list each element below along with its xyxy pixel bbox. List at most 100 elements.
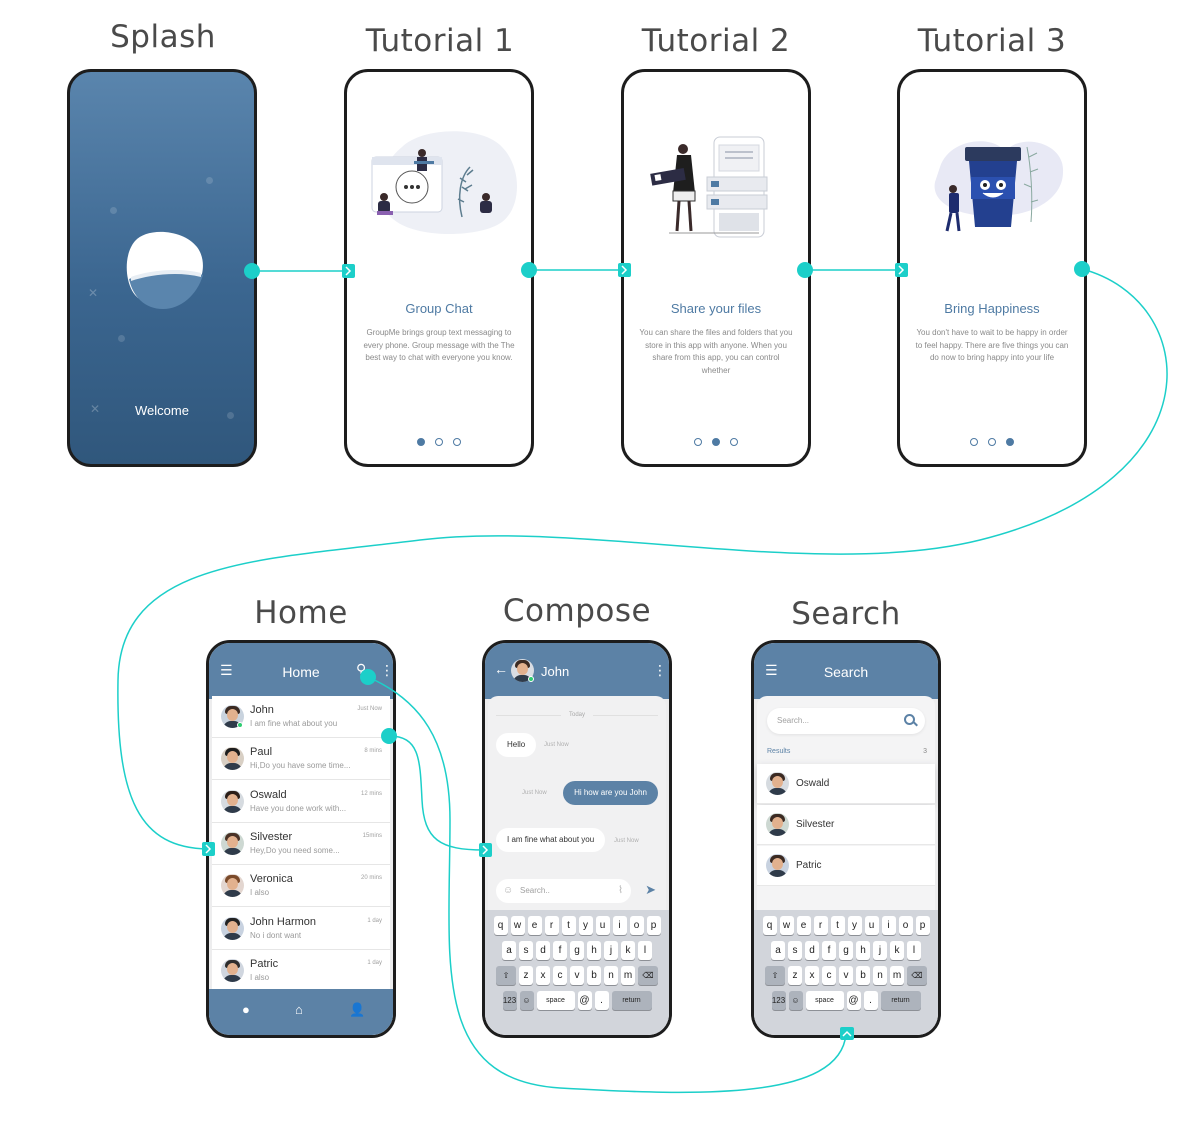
key[interactable]: p [646,916,661,935]
key[interactable]: r [813,916,828,935]
message-input[interactable]: ☺ Search.. ⌇ [496,879,631,903]
search-icon[interactable]: ⚲ [356,661,367,677]
key[interactable]: p [915,916,930,935]
back-arrow-icon[interactable]: ← [494,661,508,677]
key[interactable]: l [638,941,652,960]
pager-dot[interactable] [988,438,996,446]
key[interactable]: k [890,941,904,960]
return-key[interactable]: return [611,991,652,1010]
key[interactable]: d [536,941,550,960]
key[interactable]: r [544,916,559,935]
key[interactable]: t [561,916,576,935]
home-icon[interactable]: ⌂ [295,1002,303,1017]
send-icon[interactable]: ➤ [645,882,656,897]
key[interactable]: s [788,941,802,960]
avatar[interactable] [221,831,244,855]
search-result-row[interactable]: Oswald [757,764,935,804]
key[interactable]: f [822,941,836,960]
space-key[interactable]: space [536,991,575,1010]
search-result-row[interactable]: Silvester [757,805,935,845]
key[interactable]: t [830,916,845,935]
backspace-key-icon[interactable]: ⌫ [638,966,658,985]
avatar[interactable] [221,789,244,813]
contact-name[interactable]: John [541,664,570,679]
pager-dot[interactable] [453,438,461,446]
key[interactable]: u [864,916,879,935]
key[interactable]: i [612,916,627,935]
key[interactable]: q [493,916,508,935]
key[interactable]: x [536,966,550,985]
pager-dot[interactable] [435,438,443,446]
key[interactable]: b [856,966,870,985]
pager-dot[interactable] [730,438,738,446]
avatar[interactable] [221,916,244,940]
key[interactable]: a [771,941,785,960]
key[interactable]: h [587,941,601,960]
numbers-key[interactable]: 123 [502,991,517,1010]
pager-dot[interactable] [712,438,720,446]
key[interactable]: k [621,941,635,960]
key[interactable]: y [578,916,593,935]
avatar[interactable] [766,854,789,877]
emoji-icon[interactable]: ☺ [503,885,514,896]
key[interactable]: l [907,941,921,960]
backspace-key-icon[interactable]: ⌫ [907,966,927,985]
key[interactable]: s [519,941,533,960]
more-icon[interactable]: ⋮ [380,662,394,678]
dot-key[interactable]: . [863,991,878,1010]
key[interactable]: y [847,916,862,935]
message-bubble[interactable]: I am fine what about you [496,828,606,852]
key[interactable]: e [796,916,811,935]
key[interactable]: o [898,916,913,935]
key[interactable]: v [570,966,584,985]
search-input[interactable]: Search... [767,708,925,734]
key[interactable]: d [805,941,819,960]
key[interactable]: w [510,916,525,935]
avatar[interactable] [766,772,789,795]
key[interactable]: e [527,916,542,935]
avatar[interactable] [221,747,244,771]
key[interactable]: n [604,966,618,985]
search-icon[interactable] [904,714,915,725]
at-key[interactable]: @ [846,991,861,1010]
message-bubble[interactable]: Hi how are you John [563,781,658,805]
key[interactable]: u [595,916,610,935]
key[interactable]: g [839,941,853,960]
key[interactable]: c [822,966,836,985]
key[interactable]: h [856,941,870,960]
avatar[interactable] [766,813,789,836]
key[interactable]: c [553,966,567,985]
pager-dot[interactable] [694,438,702,446]
attachment-icon[interactable]: ⌇ [618,885,623,896]
shift-key-icon[interactable]: ⇧ [496,966,516,985]
key[interactable]: x [805,966,819,985]
key[interactable]: g [570,941,584,960]
contacts-icon[interactable]: 👤 [349,1002,366,1017]
chat-bubble-icon[interactable]: ● [242,1002,250,1017]
dot-key[interactable]: . [594,991,609,1010]
pager-dot[interactable] [417,438,425,446]
key[interactable]: n [873,966,887,985]
emoji-key-icon[interactable]: ☺ [788,991,803,1010]
key[interactable]: f [553,941,567,960]
space-key[interactable]: space [805,991,844,1010]
message-bubble[interactable]: Hello [496,733,537,757]
key[interactable]: q [762,916,777,935]
key[interactable]: z [788,966,802,985]
avatar[interactable] [221,958,244,982]
key[interactable]: m [621,966,635,985]
search-result-row[interactable]: Patric [757,846,935,886]
key[interactable]: i [881,916,896,935]
key[interactable]: v [839,966,853,985]
avatar[interactable] [221,874,244,898]
key[interactable]: z [519,966,533,985]
pager-dot[interactable] [970,438,978,446]
pager-dot[interactable] [1006,438,1014,446]
key[interactable]: j [604,941,618,960]
key[interactable]: a [502,941,516,960]
